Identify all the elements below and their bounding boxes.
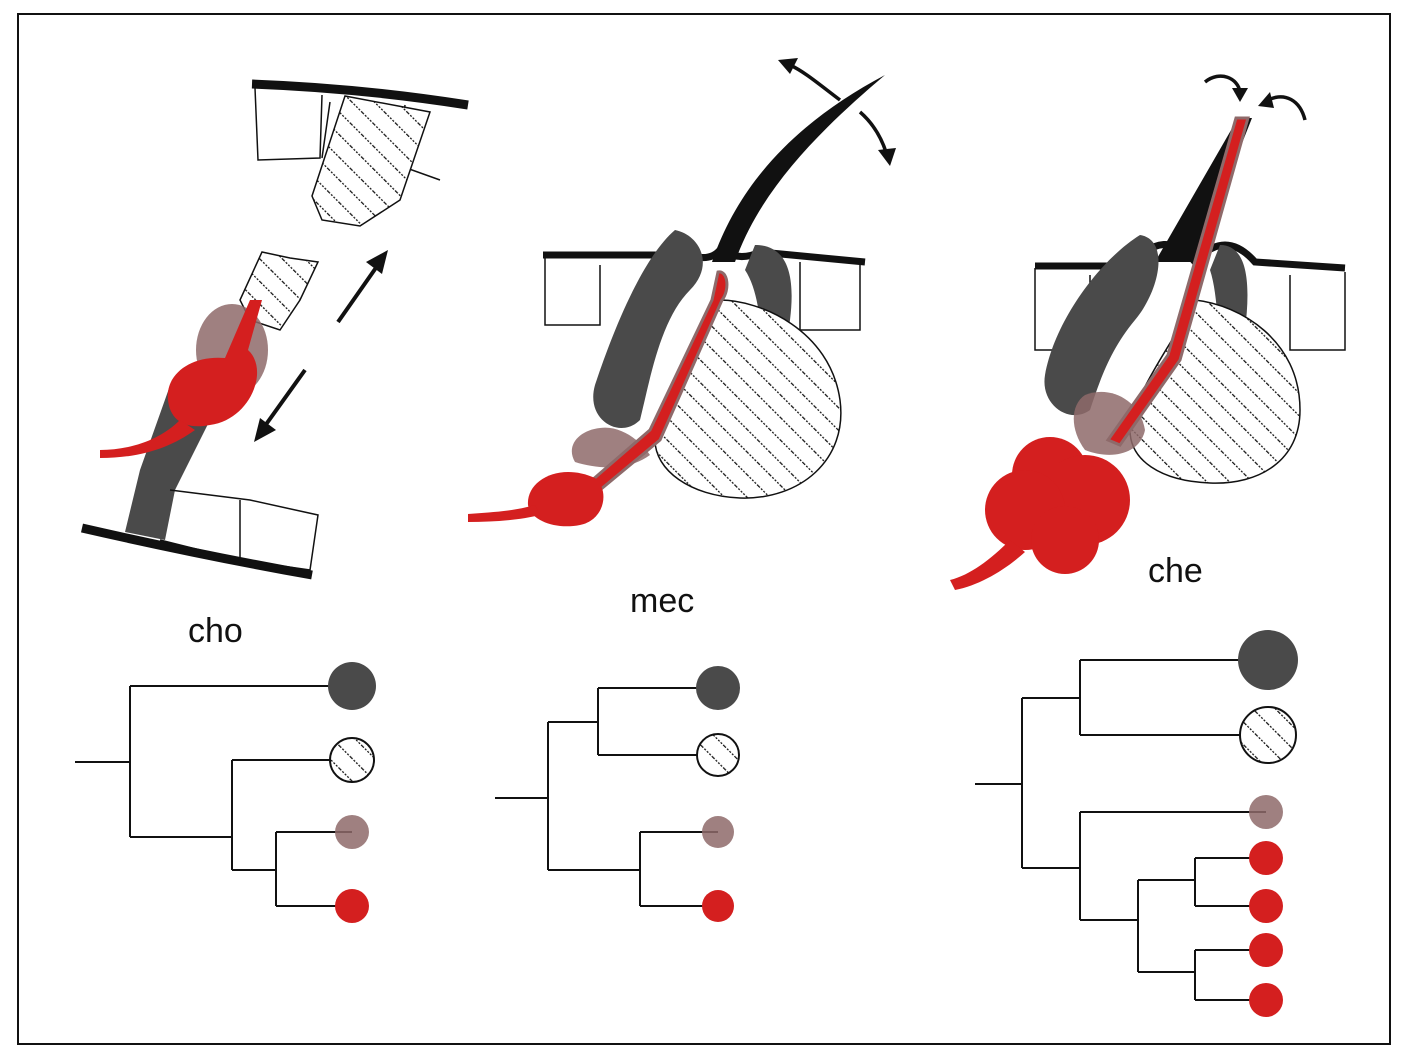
cho-cap-cell-upper (311, 95, 431, 227)
mec-tree-branches (495, 687, 718, 907)
che-axon-bundle (950, 540, 1025, 590)
mec-organ-diagram (468, 58, 896, 527)
mec-deflection-arrowhead-right-icon (878, 148, 896, 166)
cho-neuron (167, 300, 262, 427)
che-arrowhead-right-icon (1258, 92, 1274, 108)
cho-axon (100, 420, 195, 458)
mec-lineage-tree (495, 687, 718, 907)
mec-bristle (712, 75, 885, 262)
cho-stretch-arrowhead-down-icon (254, 418, 276, 442)
che-leaf-sheath (1238, 630, 1298, 690)
mec-leaf-neuron (702, 890, 734, 922)
panel-label-mec: mec (630, 582, 694, 620)
cho-cap-cell-lower (239, 251, 320, 331)
che-leaf-neuron-4 (1249, 983, 1283, 1017)
cho-tree-branches (75, 685, 352, 907)
cho-stretch-arrow-up-icon (336, 260, 382, 324)
che-leaf-neuron-1 (1249, 841, 1283, 875)
che-glia-cell (1073, 391, 1145, 455)
che-neuron-4 (1031, 506, 1099, 574)
che-sheath-left (1044, 235, 1159, 416)
mec-leaf-glia (702, 816, 734, 848)
che-dendrite-bundle (1105, 116, 1250, 447)
cho-top-cuticle (251, 79, 469, 110)
che-leaf-neuron-3 (1249, 933, 1283, 967)
cho-bottom-cuticle (80, 523, 313, 580)
mec-sheath-left (593, 230, 703, 428)
mec-deflection-arrowhead-left-icon (778, 58, 798, 74)
mec-leaf-sheath (696, 666, 740, 710)
che-tree-branches (975, 659, 1268, 1001)
mec-epidermal-cells (544, 258, 861, 331)
che-arrow-right-icon (1267, 95, 1307, 121)
cho-leaf-glia (335, 815, 369, 849)
che-arrowhead-left-icon (1232, 88, 1248, 102)
cho-stretch-arrow-down-icon (260, 368, 307, 432)
figure-frame (17, 13, 1391, 1045)
che-leaf-neuron-2 (1249, 889, 1283, 923)
che-organ-diagram (950, 74, 1346, 590)
cho-stretch-arrowhead-up-icon (366, 250, 388, 274)
mec-neuron (527, 471, 604, 527)
cho-organ-diagram (80, 79, 469, 580)
che-leaf-hatched (1239, 706, 1297, 764)
cho-leaf-neuron (335, 889, 369, 923)
panel-label-cho: cho (188, 612, 243, 650)
cho-leaf-hatched (329, 737, 375, 783)
mec-deflection-arrow-left-icon (789, 63, 842, 102)
che-lineage-tree (975, 659, 1268, 1001)
mec-dendrite (587, 270, 729, 492)
cho-lineage-tree (75, 685, 352, 907)
cho-leaf-sheath (328, 662, 376, 710)
che-leaf-glia (1249, 795, 1283, 829)
panel-label-che: che (1148, 552, 1203, 590)
mec-axon (468, 505, 540, 522)
mec-deflection-arrow-right-icon (858, 110, 888, 153)
mec-leaf-hatched (696, 733, 740, 777)
